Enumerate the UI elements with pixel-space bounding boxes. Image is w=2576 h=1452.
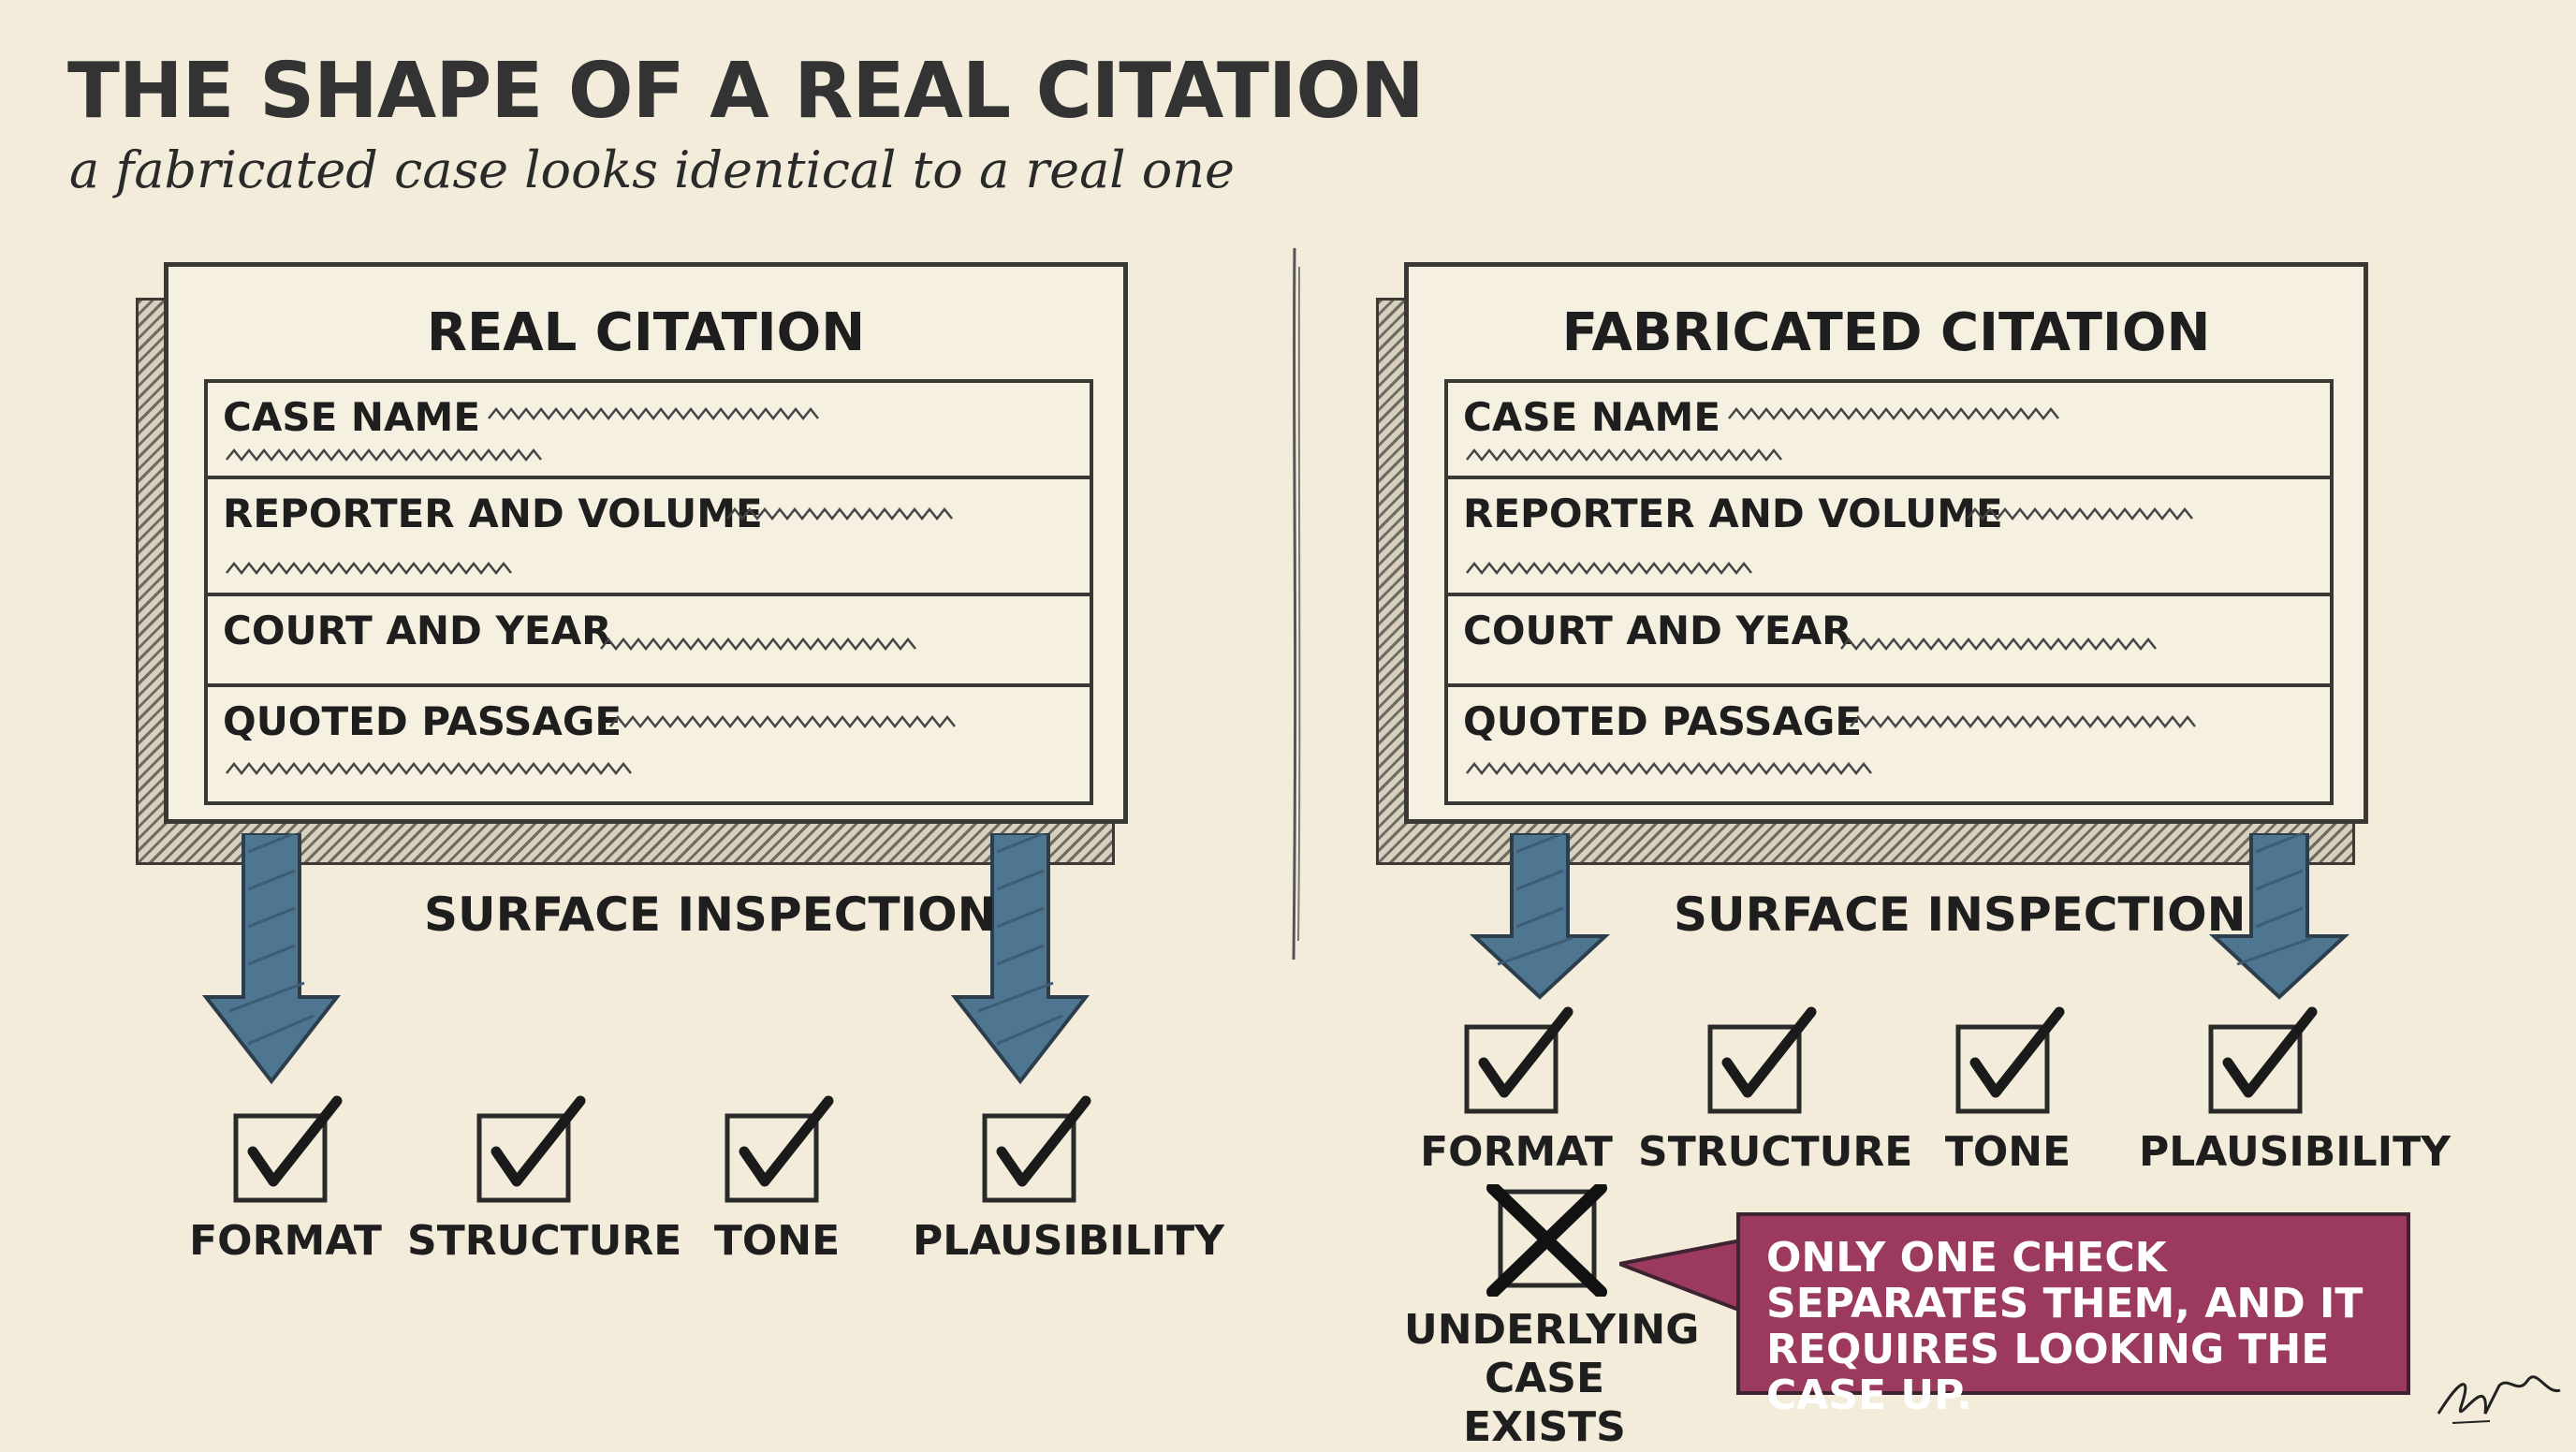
real-citation-panel: REAL CITATION CASE NAME REPORTER AND VOL… xyxy=(136,262,1224,1423)
check-icon xyxy=(1955,1006,2065,1114)
check-icon xyxy=(476,1095,586,1203)
field-row-reporter: REPORTER AND VOLUME xyxy=(208,479,1090,596)
field-label-passage: QUOTED PASSAGE xyxy=(1463,698,1863,744)
check-label: FORMAT xyxy=(1420,1128,1613,1176)
check-plausibility: PLAUSIBILITY xyxy=(2139,1006,2451,1176)
check-icon xyxy=(233,1095,343,1203)
field-label-passage: QUOTED PASSAGE xyxy=(223,698,622,744)
check-structure: STRUCTURE xyxy=(407,1095,682,1265)
check-icon xyxy=(724,1095,834,1203)
field-row-case-name: CASE NAME xyxy=(208,383,1090,479)
field-label-court: COURT AND YEAR xyxy=(1463,608,1852,653)
page-title: THE SHAPE OF A REAL CITATION xyxy=(67,47,1425,136)
check-plausibility: PLAUSIBILITY xyxy=(913,1095,1224,1265)
check-label: TONE xyxy=(1944,1128,2071,1176)
callout-pointer xyxy=(1619,1239,1743,1313)
fabricated-citation-panel: FABRICATED CITATION CASE NAME REPORTER A… xyxy=(1376,262,2451,1451)
check-label: PLAUSIBILITY xyxy=(2139,1128,2451,1176)
field-label-case-name: CASE NAME xyxy=(1463,394,1721,440)
x-icon xyxy=(1486,1181,1607,1298)
fabricated-citation-card: FABRICATED CITATION CASE NAME REPORTER A… xyxy=(1404,262,2368,824)
page-subtitle: a fabricated case looks identical to a r… xyxy=(69,140,1235,199)
real-citation-card: REAL CITATION CASE NAME REPORTER AND VOL… xyxy=(164,262,1128,824)
down-arrow-icon xyxy=(201,833,342,1085)
check-label: PLAUSIBILITY xyxy=(913,1217,1224,1265)
card-title: REAL CITATION xyxy=(426,302,866,363)
card-title: FABRICATED CITATION xyxy=(1561,302,2211,363)
surface-inspection-label: SURFACE INSPECTION xyxy=(424,887,997,942)
check-icon xyxy=(1707,1006,1817,1114)
down-arrow-icon xyxy=(1470,833,1610,1000)
check-icon xyxy=(1464,1006,1573,1114)
callout-box: ONLY ONE CHECK SEPARATES THEM, AND IT RE… xyxy=(1736,1212,2410,1418)
field-row-court: COURT AND YEAR xyxy=(208,596,1090,687)
field-row-reporter: REPORTER AND VOLUME xyxy=(1448,479,2330,596)
field-label-reporter: REPORTER AND VOLUME xyxy=(1463,491,2003,536)
citation-fields: CASE NAME REPORTER AND VOLUME COURT AND … xyxy=(1444,379,2334,805)
check-label: STRUCTURE xyxy=(407,1217,682,1265)
field-row-court: COURT AND YEAR xyxy=(1448,596,2330,687)
field-label-case-name: CASE NAME xyxy=(223,394,481,440)
check-tone: TONE xyxy=(655,1095,899,1265)
check-label: TONE xyxy=(713,1217,841,1265)
check-structure: STRUCTURE xyxy=(1638,1006,1913,1176)
artist-signature xyxy=(2437,1375,2561,1424)
check-label: STRUCTURE xyxy=(1638,1128,1913,1176)
down-arrow-icon xyxy=(2209,833,2349,1000)
field-label-court: COURT AND YEAR xyxy=(223,608,612,653)
check-icon xyxy=(2208,1006,2318,1114)
check-format: FORMAT xyxy=(1395,1006,1638,1176)
check-tone: TONE xyxy=(1886,1006,2130,1176)
field-label-reporter: REPORTER AND VOLUME xyxy=(223,491,763,536)
citation-fields: CASE NAME REPORTER AND VOLUME COURT AND … xyxy=(204,379,1093,805)
check-label: FORMAT xyxy=(189,1217,382,1265)
field-row-case-name: CASE NAME xyxy=(1448,383,2330,479)
field-row-passage: QUOTED PASSAGE xyxy=(1448,687,2330,805)
check-icon xyxy=(982,1095,1091,1203)
down-arrow-icon xyxy=(950,833,1090,1085)
check-format: FORMAT xyxy=(164,1095,407,1265)
panel-divider xyxy=(1292,248,1301,960)
field-row-passage: QUOTED PASSAGE xyxy=(208,687,1090,805)
surface-inspection-label: SURFACE INSPECTION xyxy=(1674,887,2247,942)
